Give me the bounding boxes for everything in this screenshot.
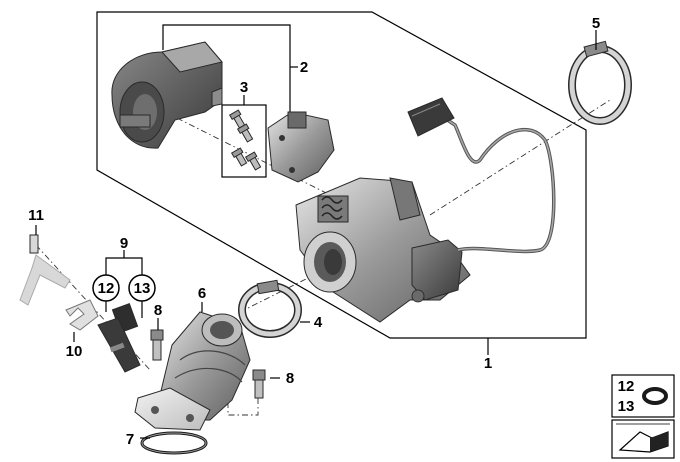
axis-clamp-top bbox=[429, 99, 611, 216]
actuator-plate bbox=[267, 111, 335, 183]
callout-9: 9 bbox=[120, 235, 128, 252]
wiring-harness bbox=[407, 97, 556, 254]
hose-clamp-lower bbox=[238, 279, 302, 338]
callout-11: 11 bbox=[28, 207, 44, 224]
bolt-lower bbox=[252, 369, 266, 399]
bracket-part-9 bbox=[105, 257, 143, 276]
catalog-symbol bbox=[611, 419, 675, 459]
assembly-frame bbox=[96, 11, 587, 339]
hose-clamp-upper bbox=[568, 40, 632, 125]
callout-10: 10 bbox=[66, 343, 83, 360]
fuel-injector bbox=[97, 303, 141, 373]
axis-clamp-lower bbox=[239, 261, 341, 313]
seal-kit-legend: 12 13 bbox=[611, 374, 675, 418]
callout-12: 12 bbox=[98, 280, 115, 297]
callout-8-upper: 8 bbox=[154, 302, 162, 319]
intake-adapter bbox=[134, 311, 251, 431]
legend-label-13: 13 bbox=[618, 398, 635, 415]
callout-1: 1 bbox=[484, 355, 492, 372]
seal-ring-icon bbox=[642, 387, 668, 405]
callout-6: 6 bbox=[198, 285, 206, 302]
circle-callout-12 bbox=[92, 274, 120, 302]
legend-label-12: 12 bbox=[618, 378, 635, 395]
callout-7: 7 bbox=[126, 431, 134, 448]
callout-4: 4 bbox=[314, 314, 323, 331]
axis-screws bbox=[227, 398, 259, 416]
callout-2: 2 bbox=[300, 59, 308, 76]
axis-cover bbox=[164, 111, 361, 211]
throttle-body bbox=[295, 177, 471, 323]
sensor-part-11 bbox=[19, 234, 71, 306]
callout-3: 3 bbox=[240, 79, 248, 96]
callout-13: 13 bbox=[134, 280, 151, 297]
callout-5: 5 bbox=[592, 15, 600, 32]
actuator-cover bbox=[111, 41, 223, 149]
circle-callout-13 bbox=[128, 274, 156, 302]
screw-set bbox=[228, 109, 262, 171]
callout-8-lower: 8 bbox=[286, 370, 294, 387]
clip-part-10 bbox=[65, 299, 99, 331]
bolt-upper bbox=[150, 329, 164, 361]
